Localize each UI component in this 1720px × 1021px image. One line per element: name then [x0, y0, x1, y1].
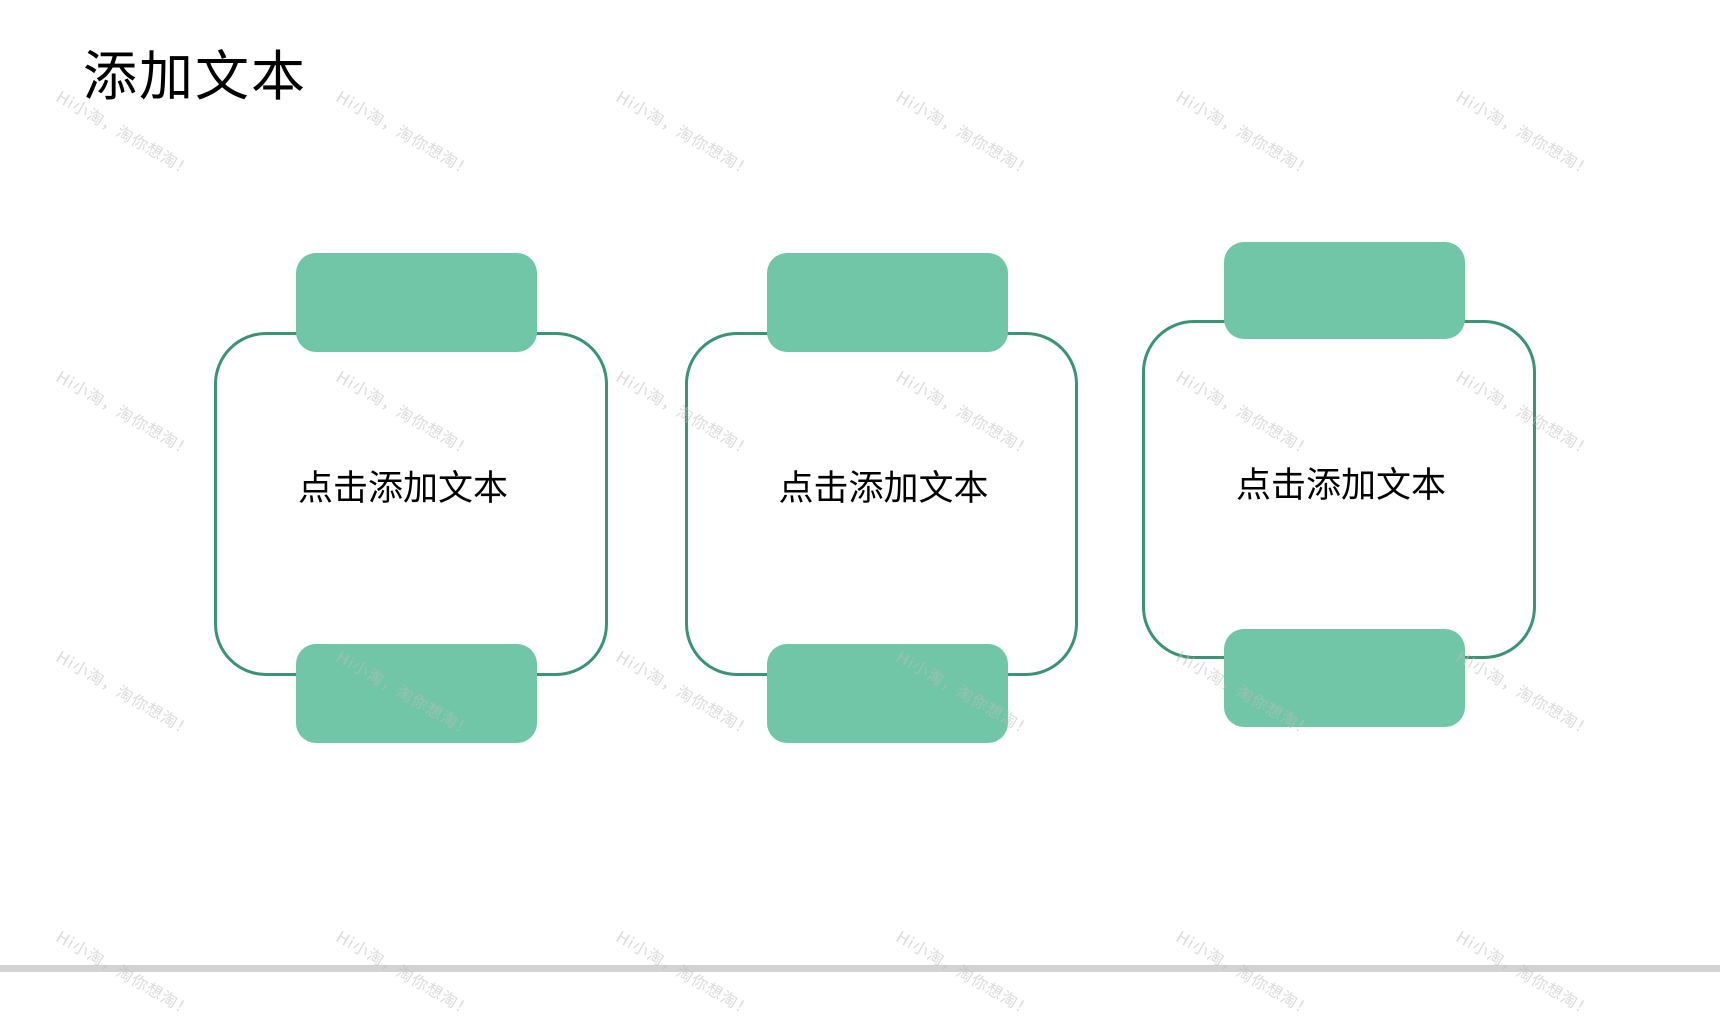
card-label[interactable]: 点击添加文本: [1235, 466, 1446, 506]
card-3: 点击添加文本: [1142, 242, 1536, 728]
card-bottom-tab[interactable]: [1224, 629, 1465, 727]
card-bottom-tab[interactable]: [296, 644, 537, 743]
card-2: 点击添加文本: [685, 253, 1078, 744]
bottom-scrollbar[interactable]: [0, 965, 1720, 972]
slide-title[interactable]: 添加文本: [83, 45, 307, 108]
card-top-tab[interactable]: [767, 253, 1008, 352]
card-label[interactable]: 点击添加文本: [778, 469, 989, 509]
card-bottom-tab[interactable]: [767, 644, 1008, 743]
card-top-tab[interactable]: [1224, 242, 1465, 339]
card-outline: [214, 332, 608, 676]
card-label[interactable]: 点击添加文本: [297, 469, 508, 509]
card-1: 点击添加文本: [214, 253, 608, 744]
card-top-tab[interactable]: [296, 253, 537, 352]
slide: 添加文本 点击添加文本 点击添加文本 点击添加文本: [83, 45, 1536, 744]
card-outline: [685, 332, 1078, 676]
